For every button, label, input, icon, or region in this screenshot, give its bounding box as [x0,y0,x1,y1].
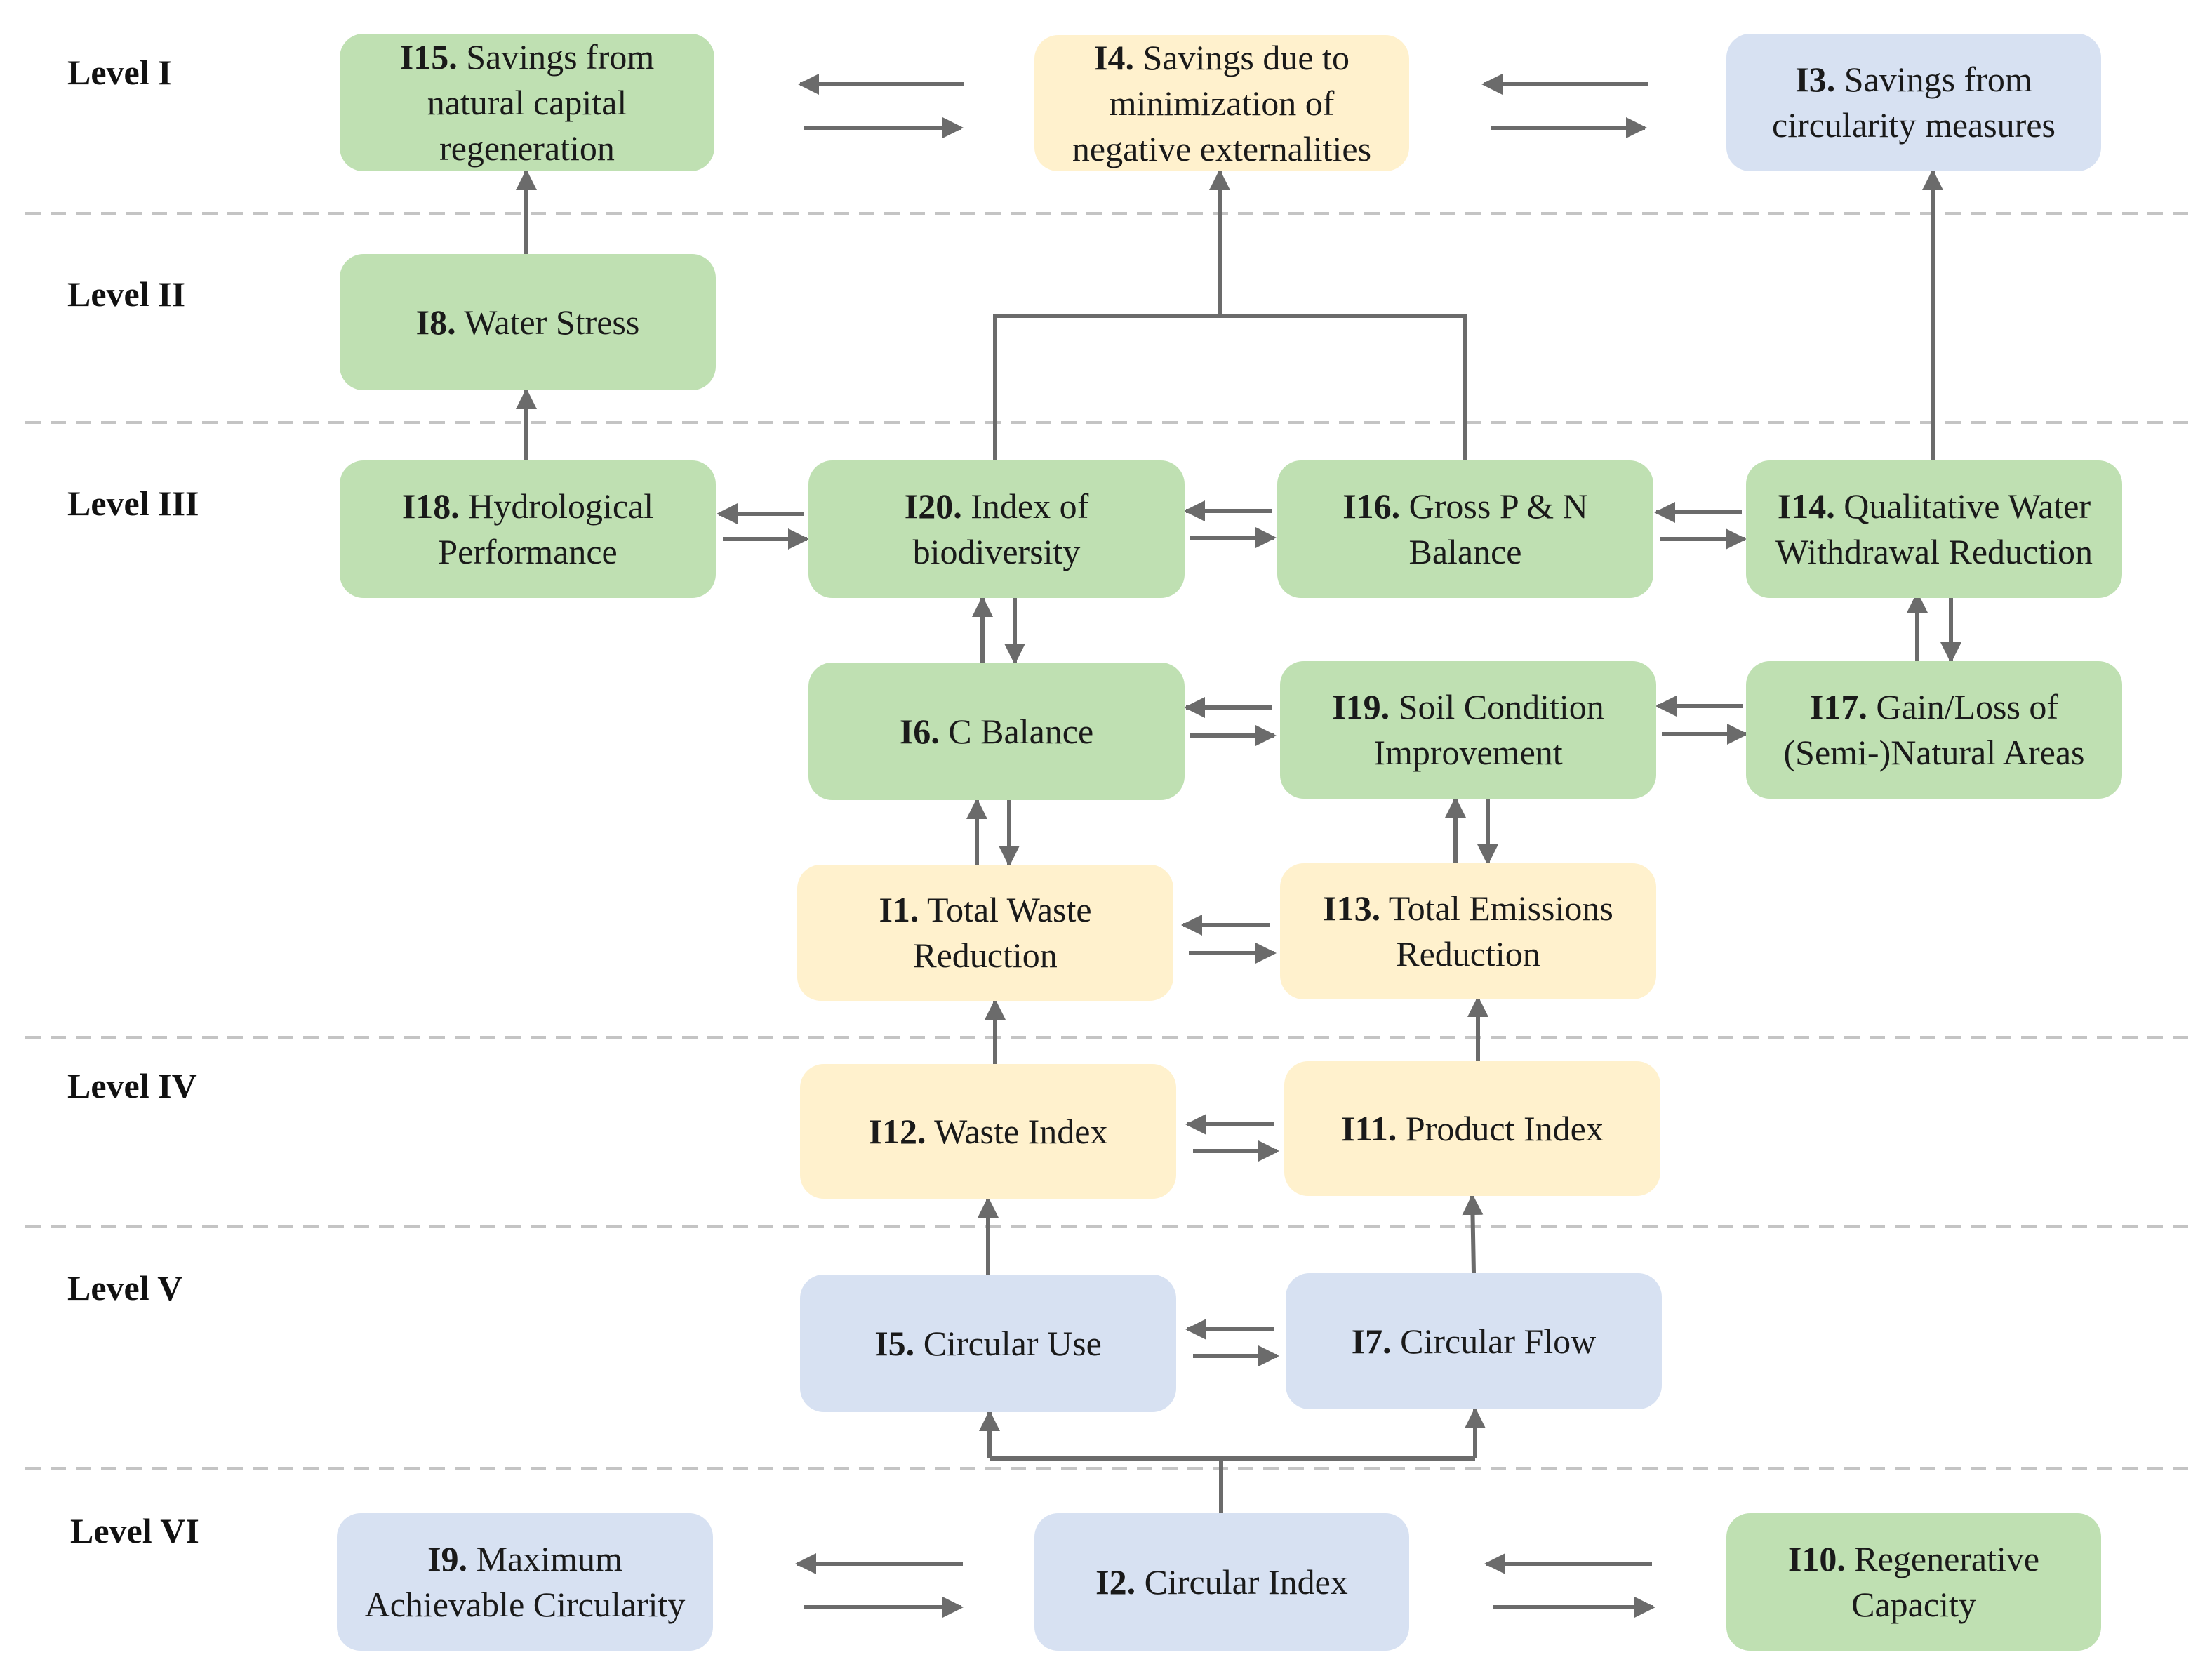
node-i16: I16. Gross P & N Balance [1277,460,1653,598]
node-id: I20. [904,486,962,526]
node-id: I14. [1777,486,1835,526]
node-i5: I5. Circular Use [800,1275,1176,1412]
node-text: Savings due to minimization of negative … [1072,37,1372,168]
node-i13: I13. Total Emissions Reduction [1280,863,1656,999]
node-text: Hydrological Performance [438,486,654,571]
node-text: Circular Use [923,1323,1102,1363]
node-id: I17. [1809,687,1867,726]
node-text: Water Stress [464,302,640,342]
node-text: Circular Index [1144,1562,1348,1602]
node-id: I9. [427,1539,468,1578]
node-text: Qualitative Water Withdrawal Reduction [1775,486,2093,571]
node-text: Regenerative Capacity [1851,1539,2040,1624]
node-text: Soil Condition Improvement [1373,687,1604,772]
line-i20-i16-to-i4 [993,314,1467,460]
arrow-i7-to-i11 [1462,1194,1484,1274]
node-text: Savings from circularity measures [1772,60,2056,145]
node-id: I11. [1341,1108,1397,1148]
level-label-vi: Level VI [70,1511,199,1550]
node-i12: I12. Waste Index [800,1064,1176,1199]
node-i1: I1. Total Waste Reduction [797,865,1173,1001]
node-i10: I10. Regenerative Capacity [1726,1513,2101,1651]
node-text: Savings from natural capital regeneratio… [427,36,655,168]
node-text: Waste Index [934,1111,1108,1151]
node-id: I13. [1323,889,1381,928]
node-i8: I8. Water Stress [340,254,716,390]
node-i11: I11. Product Index [1284,1061,1660,1196]
level-label-iv: Level IV [67,1066,197,1105]
node-i4: I4. Savings due to minimization of negat… [1034,35,1409,171]
node-id: I5. [874,1323,915,1363]
node-id: I15. [399,36,458,77]
level-label-v: Level V [67,1268,183,1308]
node-text: Gain/Loss of (Semi-)Natural Areas [1783,687,2085,772]
node-id: I16. [1342,486,1401,526]
node-id: I8. [415,302,456,342]
node-text: Maximum Achievable Circularity [364,1539,686,1624]
node-id: I7. [1351,1321,1392,1361]
node-id: I1. [879,890,919,929]
node-id: I10. [1787,1539,1846,1578]
node-id: I19. [1332,687,1390,726]
level-label-iii: Level III [67,484,199,523]
node-i15: I15. Savings from natural capital regene… [340,34,714,171]
node-text: C Balance [948,711,1094,751]
node-text: Total Emissions Reduction [1388,889,1613,973]
node-text: Index of biodiversity [912,486,1089,571]
level-label-i: Level I [67,53,172,92]
node-i19: I19. Soil Condition Improvement [1280,661,1656,799]
node-id: I4. [1094,37,1135,77]
level-label-ii: Level II [67,274,186,314]
node-text: Circular Flow [1400,1321,1597,1361]
node-id: I18. [401,486,460,526]
node-id: I12. [868,1111,926,1151]
node-i9: I9. Maximum Achievable Circularity [337,1513,713,1651]
node-i6: I6. C Balance [808,663,1185,800]
node-i2: I2. Circular Index [1034,1513,1409,1651]
node-text: Total Waste Reduction [913,890,1092,975]
node-id: I3. [1795,60,1836,99]
node-i3: I3. Savings from circularity measures [1726,34,2101,171]
node-id: I6. [899,711,940,751]
node-i20: I20. Index of biodiversity [808,460,1185,598]
node-text: Gross P & N Balance [1408,486,1588,571]
node-i17: I17. Gain/Loss of (Semi-)Natural Areas [1746,661,2122,799]
node-i14: I14. Qualitative Water Withdrawal Reduct… [1746,460,2122,598]
node-i18: I18. Hydrological Performance [340,460,716,598]
node-id: I2. [1095,1562,1136,1602]
node-text: Product Index [1405,1108,1604,1148]
node-i7: I7. Circular Flow [1286,1273,1662,1409]
